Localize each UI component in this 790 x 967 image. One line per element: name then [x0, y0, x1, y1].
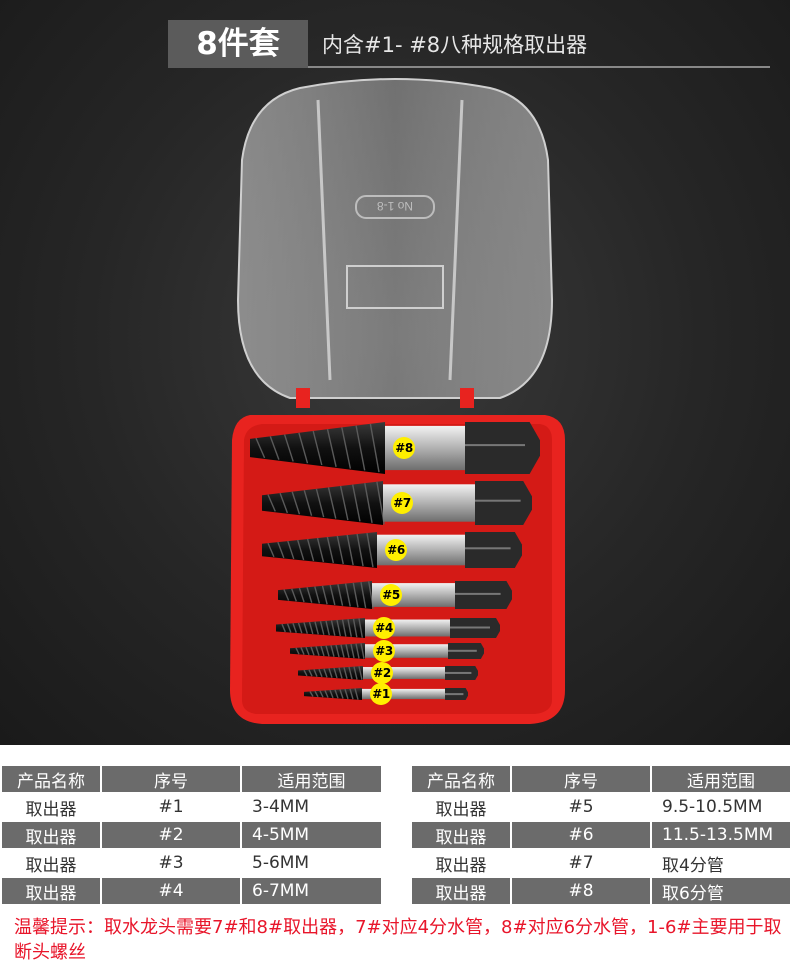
cell-name: 取出器 [410, 792, 512, 822]
product-hero: No 1-8 #8 #7 #6 #5 #4#3#2#1 8件套 内含#1- #8八种规格… [0, 0, 790, 745]
size-tags: #8 #7 #6 #5 #4#3#2#1 [370, 437, 415, 705]
cell-range: 取6分管 [650, 876, 790, 906]
header-range: 适用范围 [240, 764, 383, 794]
cell-serial: #5 [510, 792, 652, 822]
table-row: 取出器 #7 取4分管 [410, 848, 790, 878]
table-row: 取出器 #2 4-5MM [0, 820, 383, 850]
size-tag: #4 [373, 617, 395, 639]
set-count-badge: 8件套 [168, 20, 308, 68]
table-row: 取出器 #5 9.5-10.5MM [410, 792, 790, 822]
table-row: 取出器 #3 5-6MM [0, 848, 383, 878]
size-tag: #5 [380, 584, 402, 606]
cell-name: 取出器 [0, 820, 102, 850]
cell-range: 9.5-10.5MM [650, 792, 790, 822]
cell-range: 6-7MM [240, 876, 383, 906]
cell-range: 4-5MM [240, 820, 383, 850]
spec-table-left: 产品名称 序号 适用范围 取出器 #1 3-4MM 取出器 #2 4-5MM 取… [0, 764, 383, 906]
extractor-bit [250, 422, 540, 474]
cell-serial: #8 [510, 876, 652, 906]
title-subtitle: 内含#1- #8八种规格取出器 [322, 33, 588, 57]
size-tag: #7 [391, 492, 413, 514]
cell-name: 取出器 [0, 792, 102, 822]
size-tag: #3 [373, 640, 395, 662]
cell-serial: #4 [100, 876, 242, 906]
header-range: 适用范围 [650, 764, 790, 794]
cell-serial: #3 [100, 848, 242, 878]
table-row: 取出器 #4 6-7MM [0, 876, 383, 906]
cell-serial: #2 [100, 820, 242, 850]
cell-range: 11.5-13.5MM [650, 820, 790, 850]
header-serial: 序号 [510, 764, 652, 794]
cell-serial: #6 [510, 820, 652, 850]
cell-serial: #7 [510, 848, 652, 878]
table-row: 取出器 #6 11.5-13.5MM [410, 820, 790, 850]
table-header-row: 产品名称 序号 适用范围 [410, 764, 790, 794]
cell-name: 取出器 [0, 848, 102, 878]
transparent-lid: No 1-8 [236, 78, 554, 408]
size-tag: #8 [393, 437, 415, 459]
title-underline [308, 66, 770, 68]
cell-range: 取4分管 [650, 848, 790, 878]
size-tag: #2 [371, 662, 393, 684]
table-row: 取出器 #1 3-4MM [0, 792, 383, 822]
size-tag: #6 [385, 539, 407, 561]
extractor-bit [298, 666, 478, 680]
size-tag: #1 [370, 683, 392, 705]
cell-name: 取出器 [410, 876, 512, 906]
cell-name: 取出器 [410, 848, 512, 878]
table-header-row: 产品名称 序号 适用范围 [0, 764, 383, 794]
cell-name: 取出器 [0, 876, 102, 906]
header-product-name: 产品名称 [0, 764, 102, 794]
cell-range: 3-4MM [240, 792, 383, 822]
header-product-name: 产品名称 [410, 764, 512, 794]
spec-table-right: 产品名称 序号 适用范围 取出器 #5 9.5-10.5MM 取出器 #6 11… [410, 764, 790, 906]
extractor-bit [262, 481, 532, 525]
cell-serial: #1 [100, 792, 242, 822]
extractor-set-illustration: No 1-8 [230, 78, 565, 724]
cell-range: 5-6MM [240, 848, 383, 878]
cell-name: 取出器 [410, 820, 512, 850]
table-row: 取出器 #8 取6分管 [410, 876, 790, 906]
extractor-bit [304, 688, 468, 700]
header-serial: 序号 [100, 764, 242, 794]
tips-note: 温馨提示：取水龙头需要7#和8#取出器，7#对应4分水管，8#对应6分水管，1-… [14, 917, 782, 963]
lid-embossed-text: No 1-8 [377, 199, 413, 213]
